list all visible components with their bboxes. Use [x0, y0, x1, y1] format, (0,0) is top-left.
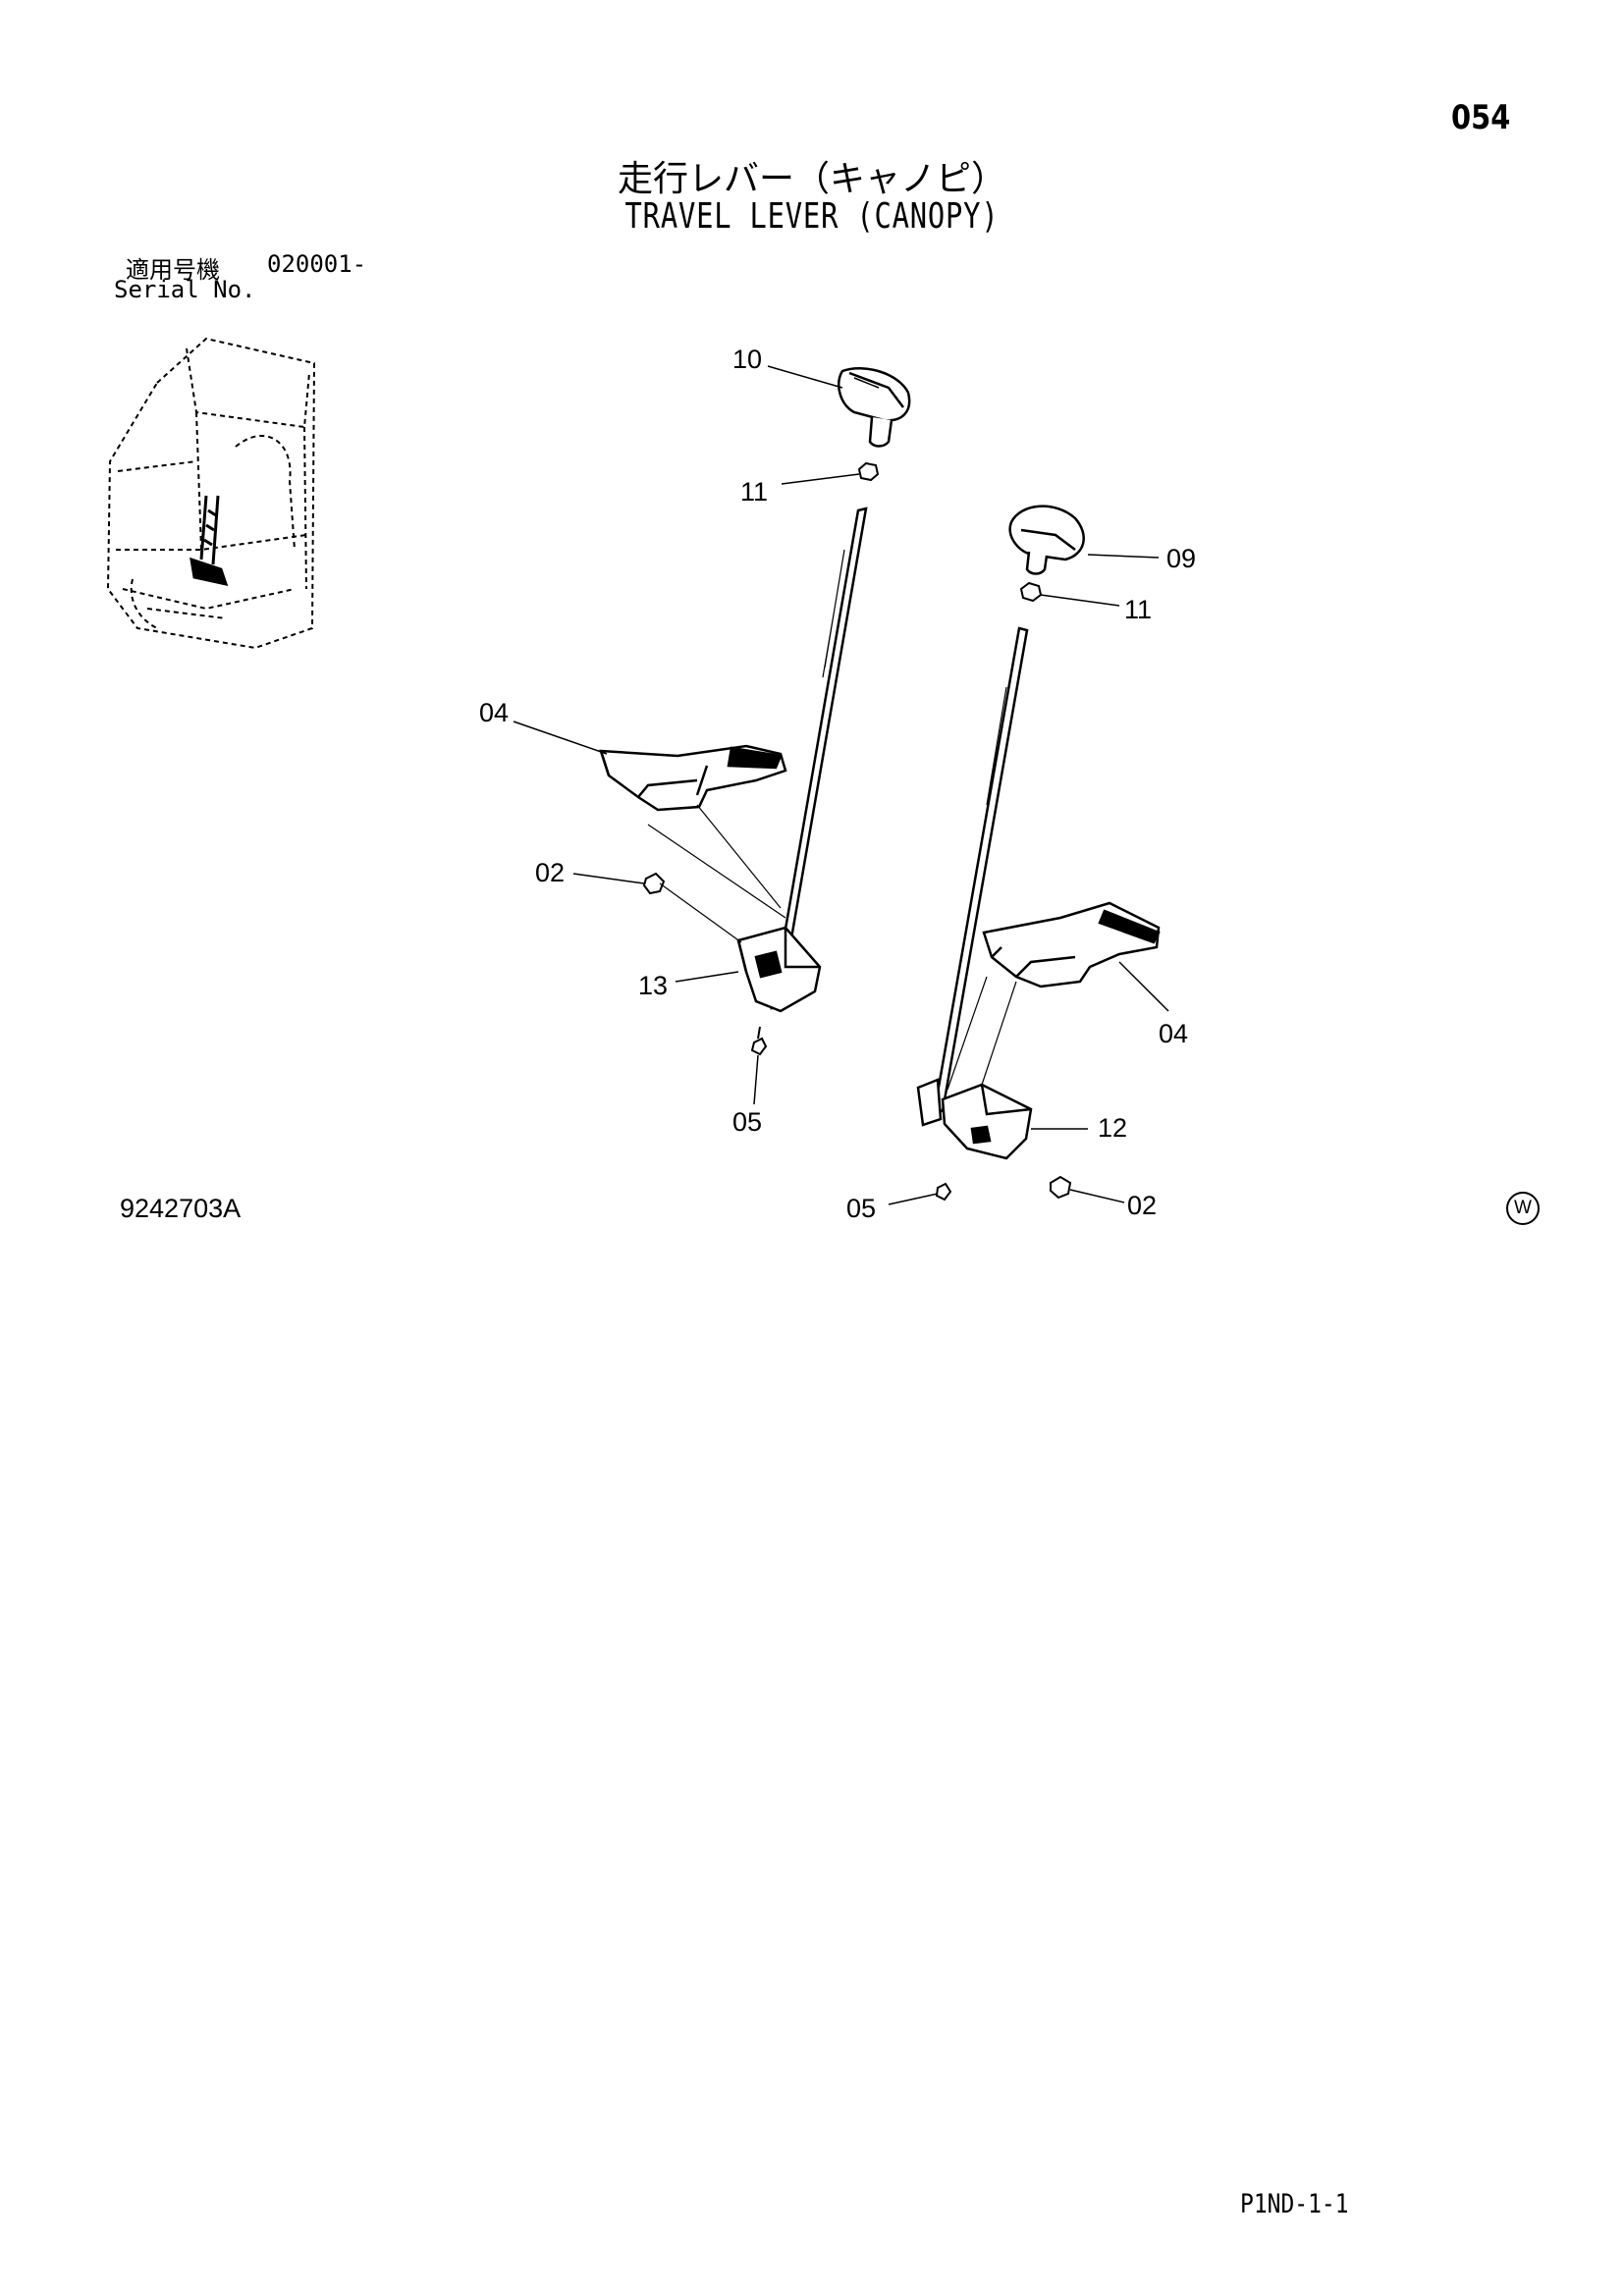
callout-04-left: 04 — [479, 698, 509, 727]
callout-13: 13 — [638, 971, 668, 1000]
bolt-02-bottom — [1050, 1175, 1072, 1200]
bracket-13 — [736, 926, 822, 1013]
callout-05-left: 05 — [732, 1107, 762, 1137]
callout-04-right: 04 — [1159, 1019, 1188, 1048]
knob-09 — [1008, 505, 1085, 575]
assembly-lines — [647, 804, 1017, 1091]
title-english: TRAVEL LEVER (CANOPY) — [624, 196, 1000, 237]
bolt-02-left — [642, 872, 666, 895]
callout-02-bottom: 02 — [1127, 1191, 1157, 1220]
callout-02-left: 02 — [535, 858, 565, 887]
nut-11-left — [857, 461, 880, 482]
title-japanese: 走行レバー（キャノピ） — [617, 159, 1006, 199]
callout-11-right: 11 — [1124, 595, 1152, 624]
pedal-04-left — [599, 744, 787, 812]
callout-11-left: 11 — [740, 477, 768, 507]
page-number: 054 — [1451, 98, 1511, 137]
lever-rod-right — [916, 626, 1029, 1127]
serial-value: 020001- — [267, 250, 367, 278]
leader-lines — [513, 365, 1169, 1205]
w-mark: W — [1506, 1192, 1540, 1225]
machine-overview-highlight — [189, 495, 229, 587]
bracket-12 — [941, 1083, 1033, 1160]
machine-overview-sketch — [106, 337, 316, 650]
screw-05-left — [750, 1026, 768, 1056]
drawing-number: 9242703A — [120, 1194, 242, 1223]
nut-11-right — [1019, 581, 1043, 603]
serial-label-english: Serial No. — [114, 276, 256, 303]
knob-10 — [838, 367, 911, 448]
screw-05-bottom — [935, 1182, 952, 1201]
callout-09: 09 — [1166, 544, 1196, 573]
callout-12: 12 — [1098, 1113, 1127, 1143]
callout-05-bottom: 05 — [846, 1194, 876, 1223]
pedal-04-right — [982, 901, 1161, 988]
callout-10: 10 — [732, 345, 762, 374]
footer-code: P1ND-1-1 — [1240, 2189, 1349, 2219]
serial-label-japanese: 適用号機 — [126, 256, 220, 284]
